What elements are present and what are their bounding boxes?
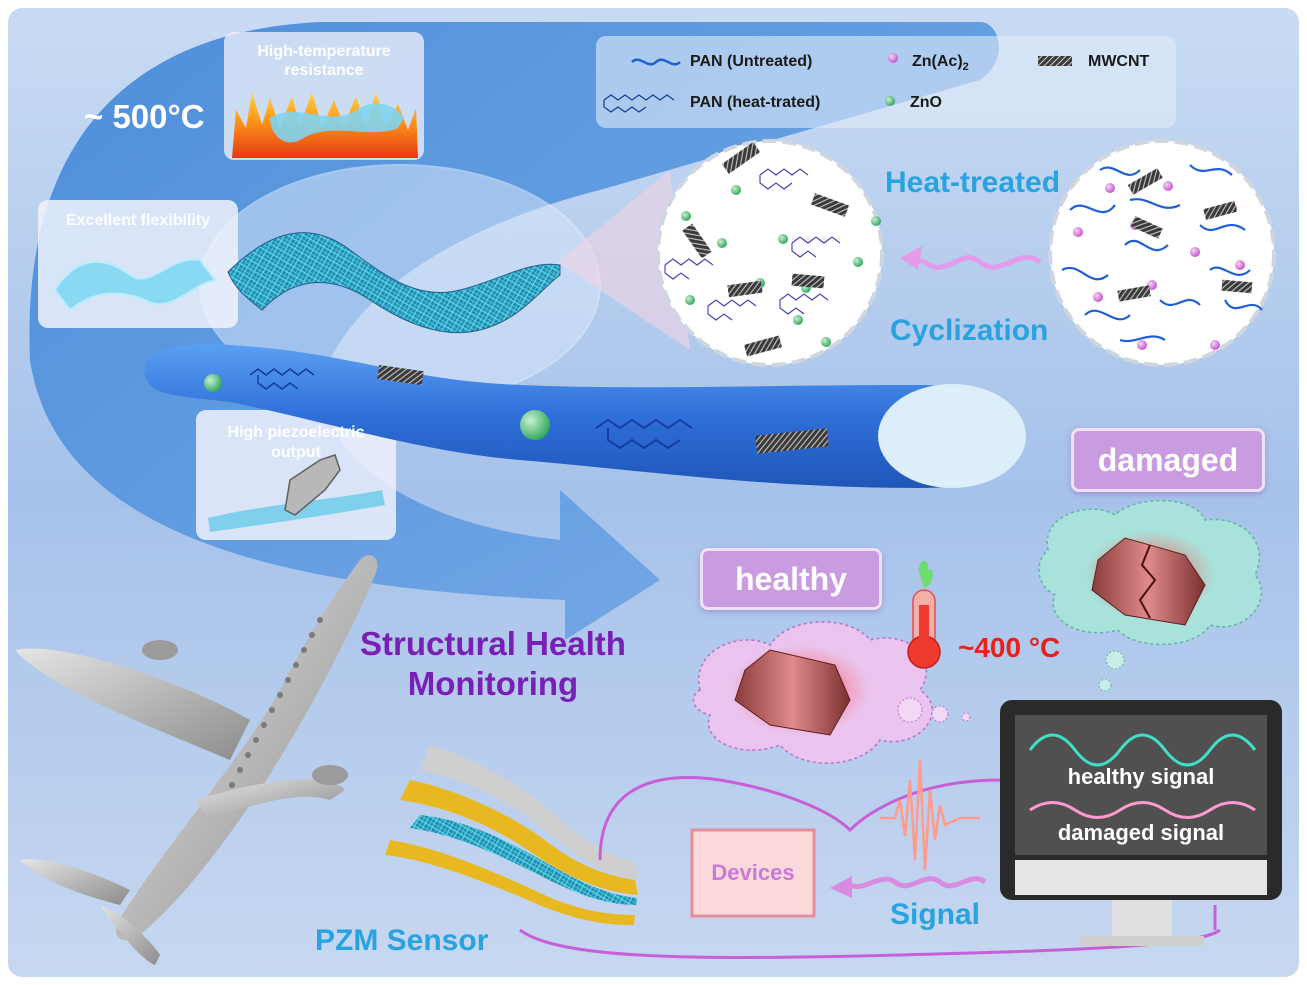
legend-zno: ZnO (910, 94, 942, 111)
temp-label: ~400 °C (958, 632, 1061, 663)
cyclization-arrow (911, 254, 1042, 270)
thermometer-icon (907, 560, 941, 669)
signal-arrowhead (830, 876, 852, 898)
fiber-end (878, 384, 1026, 488)
untreated-circle (1048, 139, 1276, 367)
temperature-callout: ~ 500°C (84, 98, 205, 135)
airplane (15, 555, 378, 965)
legend-mwcnt: MWCNT (1088, 53, 1150, 70)
legend-pan-heat: PAN (heat-trated) (690, 94, 821, 111)
legend-znac: Zn(Ac)2 (912, 53, 969, 73)
heat-treated-label: Heat-treated (885, 166, 1061, 199)
legend-box (596, 36, 1176, 128)
magnifier-cone (558, 170, 690, 350)
untreated-particles (1073, 168, 1253, 350)
fiber-pan-1 (249, 368, 315, 390)
monitoring-title-line1: Structural Health (360, 625, 626, 662)
piezo-label: High piezoelectric output (227, 424, 365, 461)
fiber-cnt-2 (755, 428, 829, 454)
devices-label: Devices (711, 860, 795, 885)
damaged-cloud (1038, 499, 1262, 646)
wire-sensor-device (598, 776, 1001, 861)
healthy-cloud (692, 621, 933, 764)
devices-box (690, 828, 816, 918)
legend-mwcnt-icon (1038, 56, 1072, 66)
signal-arrow (848, 876, 987, 889)
legend-pan-heat-icon (603, 94, 675, 113)
damaged-badge: damaged (1071, 428, 1265, 492)
fiber-zno-1 (204, 374, 222, 392)
pzm-sensor (385, 745, 638, 926)
untreated-contents (1061, 164, 1263, 343)
legend-pan-untreated-icon (631, 58, 681, 66)
pulse-wave (880, 759, 980, 871)
monitor (1000, 700, 1282, 946)
heat-treated-circle (656, 139, 884, 367)
damaged-bubble-2 (1098, 678, 1112, 692)
fiber (144, 344, 1025, 488)
damaged-bubble-1 (1105, 650, 1125, 670)
legend-pan-untreated: PAN (Untreated) (690, 53, 813, 70)
flexibility-label: Excellent flexibility (65, 212, 211, 229)
legend-znac-main: Zn(Ac) (912, 53, 963, 70)
signal-label: Signal (890, 898, 981, 931)
fiber-cnt-1 (377, 365, 424, 386)
heat-treated-contents (664, 142, 881, 357)
monitoring-title: Structural Health Monitoring (348, 624, 638, 704)
monitoring-title-line2: Monitoring (407, 665, 579, 702)
fiber-zno-2 (520, 410, 550, 440)
fiber-pan-2 (595, 418, 693, 450)
legend-zno-icon (885, 96, 895, 106)
cyclization-arrowhead (900, 246, 922, 270)
legend-znac-icon (888, 53, 898, 63)
nanofiber-mat (227, 232, 561, 334)
high-temp-label: High-temperature resistance (257, 43, 391, 79)
legend-znac-sub: 2 (962, 61, 969, 74)
sensor-label: PZM Sensor (315, 924, 489, 957)
thought-bubble-3 (961, 712, 971, 722)
thought-bubble-2 (931, 705, 949, 723)
flame-graphic (232, 92, 418, 158)
flexible-film (53, 258, 217, 312)
healthy-badge: healthy (700, 548, 882, 610)
cyclization-label: Cyclization (890, 314, 1049, 347)
thought-bubble-1 (897, 697, 923, 723)
healthy-signal-label: healthy signal (1067, 764, 1215, 789)
hand-icon (284, 454, 341, 516)
damaged-signal-label: damaged signal (1057, 820, 1225, 845)
